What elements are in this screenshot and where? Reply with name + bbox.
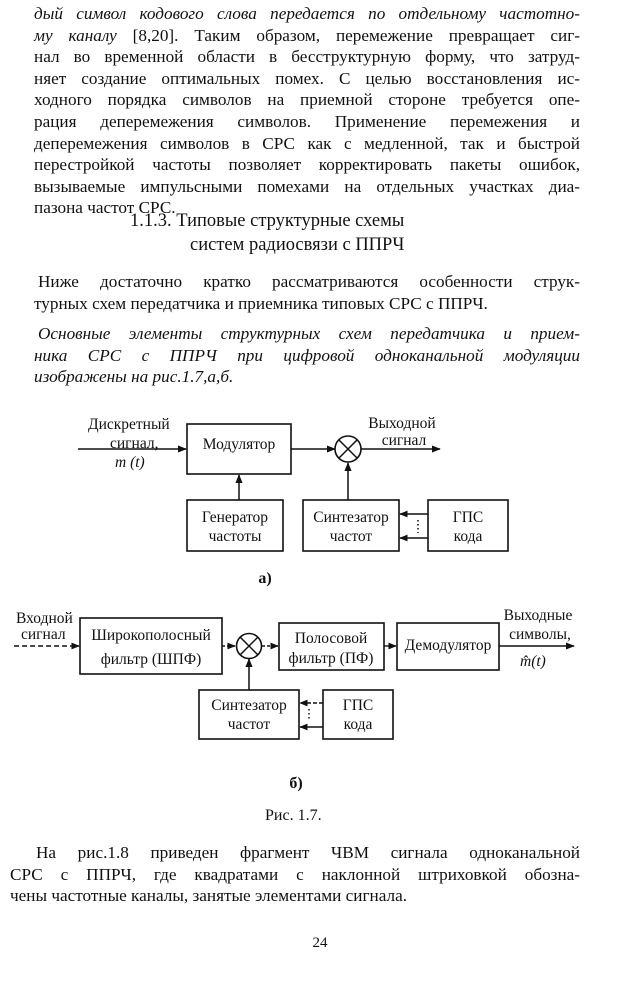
modulator-label: Модулятор bbox=[203, 436, 276, 453]
figure-a-sublabel: а) bbox=[258, 570, 271, 587]
text-line: изображены на рис.1.7,а,б. bbox=[34, 367, 234, 387]
synthesizer-block bbox=[302, 499, 400, 552]
text-normal: [8,20]. Таким образом, перемежение превр… bbox=[132, 25, 580, 45]
wbf-label-2: фильтр (ШПФ) bbox=[101, 651, 202, 668]
text-italic: му каналу bbox=[34, 25, 133, 45]
text-line: вызываемые импульсными помехами на отдел… bbox=[34, 176, 580, 196]
text-line: ника СРС с ППРЧ при цифровой одноканальн… bbox=[34, 345, 580, 365]
synthesizer-label-2: частот bbox=[330, 528, 373, 545]
heading-line-2: систем радиосвязи с ППРЧ bbox=[190, 235, 405, 255]
rx-input-label-1: Входной bbox=[16, 610, 73, 627]
text-line: рация деперемежения символов. Применение… bbox=[34, 111, 580, 131]
page-number: 24 bbox=[312, 935, 328, 951]
wbf-label-1: Широкополосный bbox=[91, 627, 211, 644]
text-italic: дый символ кодового слова передается по … bbox=[34, 4, 580, 23]
rx-output-label-2: символы, bbox=[509, 626, 571, 643]
output-label-1: Выходной bbox=[368, 415, 435, 432]
output-label-2: сигнал bbox=[382, 432, 427, 449]
synthesizer-label-1: Синтезатор bbox=[313, 509, 389, 526]
mixer-icon bbox=[334, 435, 362, 463]
text-line: Основные элементы структурных схем перед… bbox=[38, 324, 580, 343]
figure-caption: Рис. 1.7. bbox=[265, 807, 322, 824]
bpf-label-1: Полосовой bbox=[295, 630, 368, 647]
demodulator-label: Демодулятор bbox=[405, 637, 492, 654]
text-line: нал во временной области в бесструктурну… bbox=[34, 47, 580, 67]
text-line: пазона частот СРС. bbox=[34, 198, 176, 218]
paragraph-interleaving: дый символ кодового слова передается по … bbox=[34, 3, 580, 219]
generator-block bbox=[186, 499, 284, 552]
paragraph-intro-text: Ниже достаточно кратко рассматриваются о… bbox=[34, 271, 580, 314]
text-line: ходного порядка символов на приемной сто… bbox=[34, 90, 580, 110]
text-line: няет создание оптимальных помех. С целью… bbox=[34, 68, 580, 88]
rx-mixer-icon bbox=[235, 632, 263, 660]
text-line: чены частотные каналы, занятые элементам… bbox=[10, 886, 408, 906]
text-line: турных схем передатчика и приемника типо… bbox=[34, 293, 488, 313]
generator-label-2: частоты bbox=[209, 528, 262, 545]
generator-label-1: Генератор bbox=[202, 509, 268, 526]
paragraph-figure-intro: Основные элементы структурных схем перед… bbox=[34, 323, 580, 388]
text-line: СРС с ППРЧ, где квадратами с наклонной ш… bbox=[10, 864, 580, 884]
rx-input-label-2: сигнал bbox=[21, 626, 66, 643]
text-line: На рис.1.8 приведен фрагмент ЧВМ сигнала… bbox=[36, 843, 580, 862]
rx-output-label-mt: m̂(t) bbox=[520, 653, 546, 670]
figure-b-sublabel: б) bbox=[289, 775, 302, 792]
input-label-signal: сигнал, bbox=[110, 435, 158, 452]
text-line: му каналу [8,20]. Таким образом, перемеж… bbox=[34, 25, 580, 47]
bpf-label-2: фильтр (ПФ) bbox=[289, 650, 374, 667]
gps-label-2: кода bbox=[454, 528, 483, 545]
text-line: деперемежения символов в СРС как с медле… bbox=[34, 133, 580, 153]
rx-gps-label-1: ГПС bbox=[343, 697, 374, 714]
text-line: перестройкой частоты позволяет корректир… bbox=[34, 155, 580, 175]
input-label-mt: m (t) bbox=[115, 454, 145, 471]
input-label-discrete: Дискретный bbox=[88, 416, 170, 433]
text-line: Ниже достаточно кратко рассматриваются о… bbox=[38, 272, 580, 291]
rx-synthesizer-label-1: Синтезатор bbox=[211, 697, 287, 714]
paragraph-figure-1-8: На рис.1.8 приведен фрагмент ЧВМ сигнала… bbox=[10, 842, 580, 907]
rx-output-label-1: Выходные bbox=[504, 607, 573, 624]
figure-a-transmitter: Дискретный сигнал, m (t) Модулятор Выход… bbox=[78, 415, 509, 587]
rx-synthesizer-label-2: частот bbox=[228, 716, 271, 733]
rx-gps-code-block bbox=[322, 689, 394, 740]
figure-b-receiver: Входной сигнал Широкополосный фильтр (ШП… bbox=[14, 607, 575, 792]
gps-label-1: ГПС bbox=[453, 509, 484, 526]
text-line: дый символ кодового слова передается по … bbox=[34, 3, 580, 25]
gps-code-block bbox=[427, 499, 509, 552]
rx-gps-label-2: кода bbox=[344, 716, 373, 733]
heading-line-1: 1.1.3. Типовые структурные схемы bbox=[130, 211, 405, 231]
